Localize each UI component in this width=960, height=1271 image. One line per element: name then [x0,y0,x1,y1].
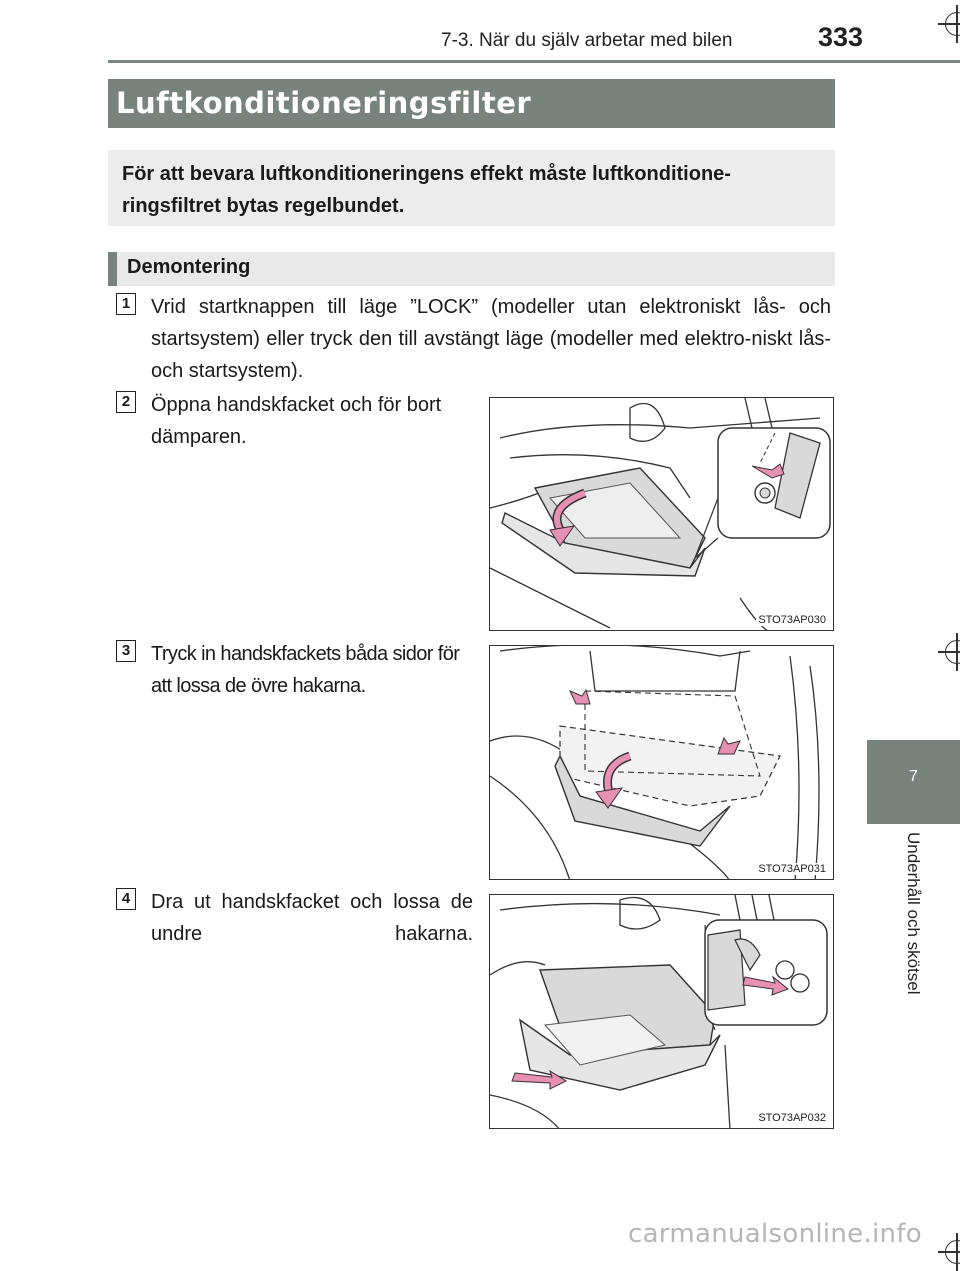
crop-mark-icon [938,633,960,671]
step-number: 4 [116,888,136,910]
intro-text: För att bevara luftkonditioneringens eff… [122,163,731,217]
figure-glovebox-sides: STO73AP031 [489,645,834,880]
subheading: Demontering [127,256,251,278]
intro-box [108,150,835,226]
step-text: Vrid startknappen till läge ”LOCK” (mode… [151,296,831,382]
header-rule [108,60,960,63]
figure-code: STO73AP030 [756,614,828,626]
step-number: 1 [116,293,136,315]
subheading-bar [108,252,835,286]
page-title: Luftkonditioneringsfilter [116,86,532,120]
chapter-tab [867,740,960,824]
step-number: 3 [116,640,136,662]
step-text: Öppna handskfacket och för bort dämparen… [151,394,442,448]
crop-mark-icon [938,1233,960,1271]
page-number: 333 [818,22,864,52]
step-text: Dra ut handskfacket och lossa de undre h… [151,891,473,945]
chapter-label: Underhåll och skötsel [904,832,923,995]
figure-glovebox-lower-hooks: STO73AP032 [489,894,834,1129]
chapter-number: 7 [909,768,918,785]
watermark: carmanualsonline.info [627,1219,922,1249]
step-text: Tryck in handskfackets båda sidor för at… [151,643,460,697]
crop-mark-icon [938,5,960,43]
running-header: 7-3. När du själv arbetar med bilen [441,30,733,51]
figure-code: STO73AP032 [756,1112,828,1124]
figure-glovebox-damper: STO73AP030 [489,397,834,631]
step-number: 2 [116,391,136,413]
figure-code: STO73AP031 [756,863,828,875]
title-bar [108,79,835,128]
